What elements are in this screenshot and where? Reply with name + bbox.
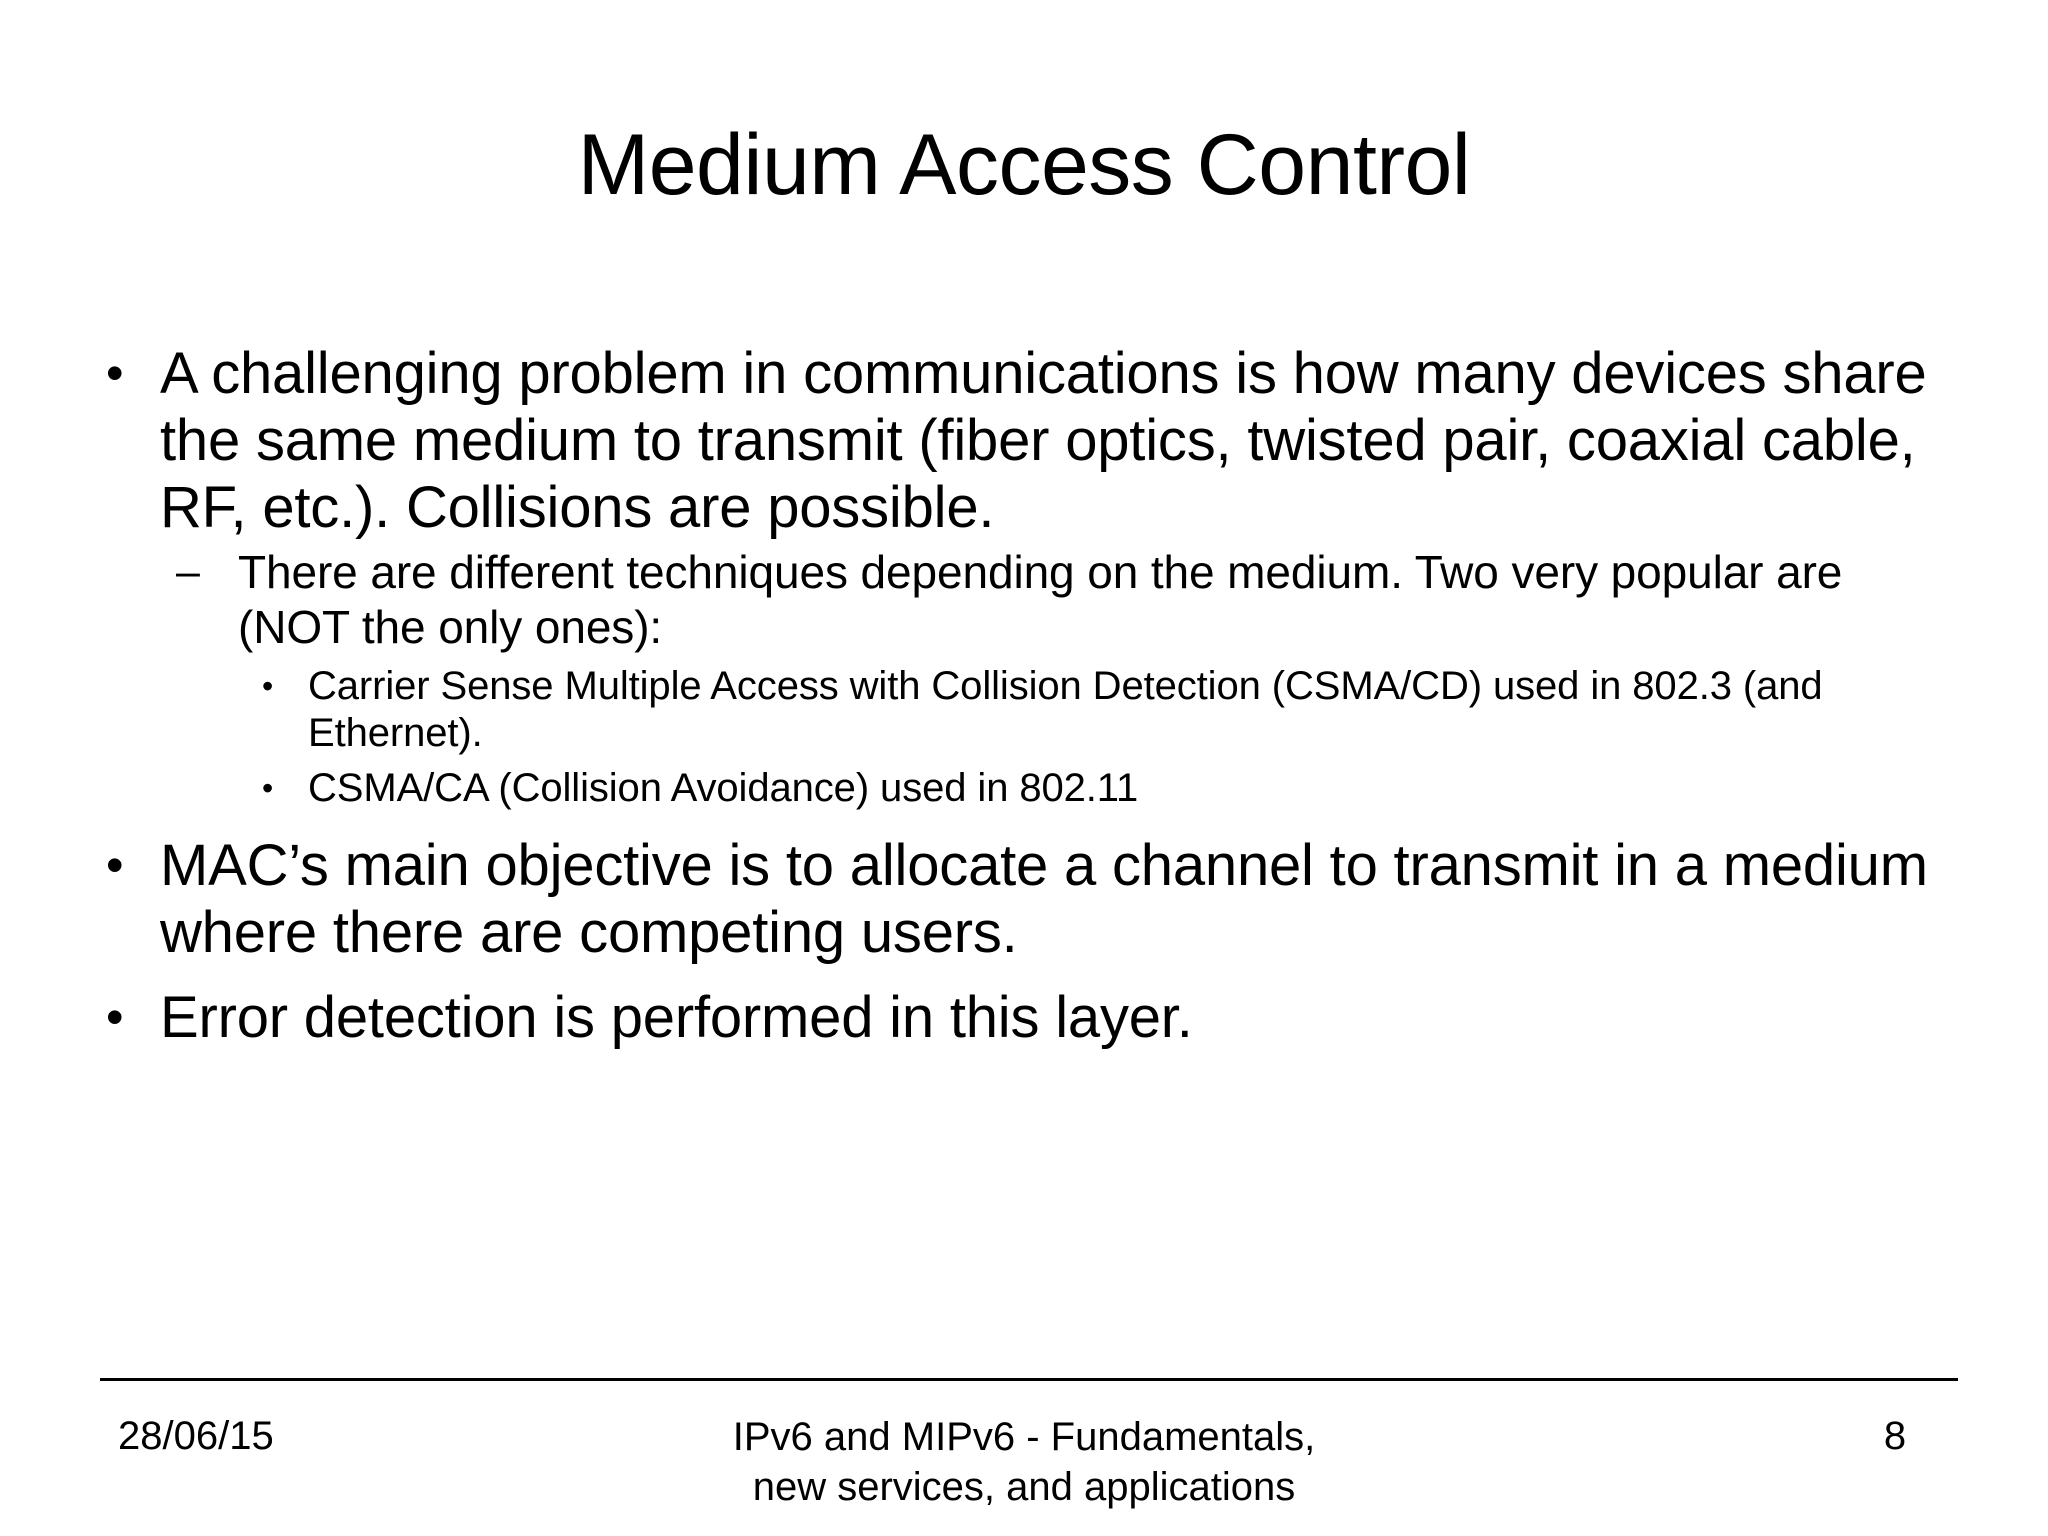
bullet-text: A challenging problem in communications … <box>160 341 1927 540</box>
slide-body: • A challenging problem in communication… <box>98 340 1958 1053</box>
bullet-dot-icon: • <box>106 989 124 1045</box>
footer-divider <box>100 1378 1958 1381</box>
bullet-dot-icon: • <box>262 668 274 704</box>
spacer <box>98 816 1958 832</box>
bullet-text: MAC’s main objective is to allocate a ch… <box>160 833 1928 965</box>
page-number: 8 <box>1883 1414 1907 1458</box>
bullet-dot-icon: • <box>262 770 274 806</box>
footer-title-line2: new services, and applications <box>752 1465 1296 1509</box>
footer-title: IPv6 and MIPv6 - Fundamentals, new servi… <box>524 1412 1524 1512</box>
bullet-level3: • CSMA/CA (Collision Avoidance) used in … <box>258 765 1958 812</box>
bullet-level1: • A challenging problem in communication… <box>98 340 1958 541</box>
bullet-text: There are different techniques depending… <box>238 546 1843 653</box>
bullet-level3: • Carrier Sense Multiple Access with Col… <box>258 663 1958 757</box>
footer-date: 28/06/15 <box>118 1414 274 1458</box>
bullet-text: Error detection is performed in this lay… <box>160 985 1193 1050</box>
footer-title-line1: IPv6 and MIPv6 - Fundamentals, <box>732 1415 1316 1459</box>
bullet-level1: • MAC’s main objective is to allocate a … <box>98 832 1958 966</box>
bullet-text: CSMA/CA (Collision Avoidance) used in 80… <box>308 766 1139 810</box>
bullet-dash-icon: – <box>176 548 200 596</box>
bullet-dot-icon: • <box>106 837 124 893</box>
bullet-dot-icon: • <box>106 345 124 401</box>
page-title: Medium Access Control <box>577 116 1471 213</box>
bullet-text: Carrier Sense Multiple Access with Colli… <box>308 664 1823 755</box>
bullet-level1: • Error detection is performed in this l… <box>98 984 1958 1051</box>
spacer <box>98 968 1958 984</box>
bullet-level2: – There are different techniques dependi… <box>176 545 1958 655</box>
